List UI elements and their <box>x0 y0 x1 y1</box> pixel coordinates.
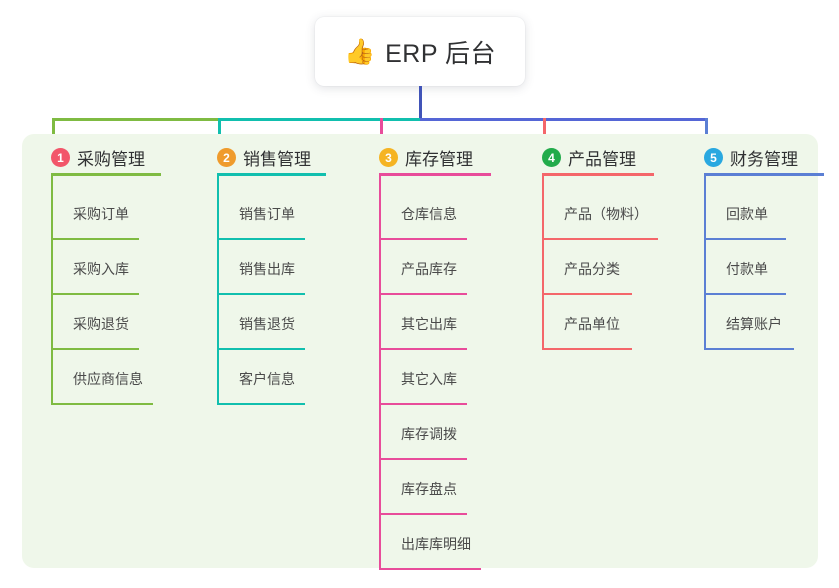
branch-item-rule <box>379 513 467 515</box>
root-node[interactable]: 👍 ERP 后台 <box>315 17 525 86</box>
root-node-title: ERP 后台 <box>385 39 497 68</box>
branch-item[interactable]: 销售出库 <box>217 247 309 295</box>
branch-spine-4 <box>542 173 544 350</box>
branch-item-rule <box>379 458 467 460</box>
branch-item[interactable]: 供应商信息 <box>51 357 157 405</box>
branch-item-label: 产品分类 <box>564 261 620 277</box>
branch-item[interactable]: 结算账户 <box>704 302 798 350</box>
branch-item-label: 采购订单 <box>73 206 129 222</box>
branch-item[interactable]: 仓库信息 <box>379 192 471 240</box>
branch-item[interactable]: 销售退货 <box>217 302 309 350</box>
branch-item-label: 销售退货 <box>239 316 295 332</box>
branch-item-label: 结算账户 <box>726 316 782 332</box>
branch-item-rule <box>51 348 139 350</box>
bus-segment-right <box>420 118 707 121</box>
branch-item-label: 库存调拨 <box>401 426 457 442</box>
branch-item-label: 销售出库 <box>239 261 295 277</box>
branch-item-label: 回款单 <box>726 206 768 222</box>
branch-header-2[interactable]: 2 销售管理 <box>217 145 311 170</box>
branch-item-rule <box>51 403 153 405</box>
branch-item-rule <box>217 348 305 350</box>
branch-rule-3 <box>379 173 491 176</box>
branch-item-rule <box>379 293 467 295</box>
branch-item-label: 采购退货 <box>73 316 129 332</box>
branch-rule-5 <box>704 173 824 176</box>
branch-item[interactable]: 采购入库 <box>51 247 143 295</box>
root-node-content: 👍 ERP 后台 <box>344 34 496 70</box>
branch-badge-3: 3 <box>379 148 398 167</box>
branch-item-rule <box>217 293 305 295</box>
branch-spine-1 <box>51 173 53 405</box>
branch-item-label: 库存盘点 <box>401 481 457 497</box>
branch-item-rule <box>379 403 467 405</box>
branch-item-label: 销售订单 <box>239 206 295 222</box>
branch-title-3: 库存管理 <box>405 150 473 169</box>
branch-item[interactable]: 产品库存 <box>379 247 471 295</box>
branch-title-4: 产品管理 <box>568 150 636 169</box>
branch-item-rule <box>379 238 467 240</box>
bus-segment-mid <box>218 118 420 121</box>
branch-item[interactable]: 采购订单 <box>51 192 143 240</box>
branch-item-label: 产品（物料） <box>564 206 648 222</box>
branch-item-label: 采购入库 <box>73 261 129 277</box>
branch-header-3[interactable]: 3 库存管理 <box>379 145 473 170</box>
branch-title-1: 采购管理 <box>77 150 145 169</box>
branch-item[interactable]: 库存调拨 <box>379 412 471 460</box>
branch-item[interactable]: 回款单 <box>704 192 790 240</box>
branch-item-rule <box>542 238 658 240</box>
branch-badge-1: 1 <box>51 148 70 167</box>
branch-item[interactable]: 付款单 <box>704 247 790 295</box>
branch-spine-3 <box>379 173 381 570</box>
branch-item-label: 付款单 <box>726 261 768 277</box>
branch-item-rule <box>51 293 139 295</box>
branch-item-label: 产品单位 <box>564 316 620 332</box>
branch-spine-2 <box>217 173 219 405</box>
branch-item-label: 仓库信息 <box>401 206 457 222</box>
branch-item-rule <box>51 238 139 240</box>
branch-item[interactable]: 采购退货 <box>51 302 143 350</box>
branch-badge-5: 5 <box>704 148 723 167</box>
branch-item[interactable]: 产品（物料） <box>542 192 662 240</box>
branch-rule-4 <box>542 173 654 176</box>
branch-header-4[interactable]: 4 产品管理 <box>542 145 636 170</box>
branch-item-rule <box>704 348 794 350</box>
branches-panel: 1 采购管理采购订单采购入库采购退货供应商信息 2 销售管理销售订单销售出库销售退货客… <box>22 134 824 570</box>
branch-rule-1 <box>51 173 161 176</box>
branch-item-rule <box>379 568 481 570</box>
branch-badge-2: 2 <box>217 148 236 167</box>
branch-item-rule <box>542 293 632 295</box>
branch-item-label: 其它入库 <box>401 371 457 387</box>
branch-item[interactable]: 其它出库 <box>379 302 471 350</box>
branch-item[interactable]: 销售订单 <box>217 192 309 240</box>
branch-rule-2 <box>217 173 326 176</box>
branch-item-rule <box>217 403 305 405</box>
branch-item-label: 供应商信息 <box>73 371 143 387</box>
bus-segment-left <box>52 118 218 121</box>
branch-item-rule <box>704 238 786 240</box>
branch-item-label: 产品库存 <box>401 261 457 277</box>
branch-header-5[interactable]: 5 财务管理 <box>704 145 798 170</box>
branch-item-label: 其它出库 <box>401 316 457 332</box>
branch-item-rule <box>217 238 305 240</box>
branch-item-label: 客户信息 <box>239 371 295 387</box>
branch-item[interactable]: 产品分类 <box>542 247 636 295</box>
branch-item[interactable]: 库存盘点 <box>379 467 471 515</box>
branch-item-rule <box>704 293 786 295</box>
thumbs-up-icon: 👍 <box>343 37 376 66</box>
root-drop-line <box>419 86 422 121</box>
branch-header-1[interactable]: 1 采购管理 <box>51 145 145 170</box>
branch-spine-5 <box>704 173 706 350</box>
branch-item-rule <box>542 348 632 350</box>
branch-title-2: 销售管理 <box>243 150 311 169</box>
branch-item[interactable]: 其它入库 <box>379 357 471 405</box>
branch-item[interactable]: 出库库明细 <box>379 522 485 570</box>
branch-badge-4: 4 <box>542 148 561 167</box>
branch-item-label: 出库库明细 <box>401 536 471 552</box>
branch-item[interactable]: 产品单位 <box>542 302 636 350</box>
branch-item-rule <box>379 348 467 350</box>
branch-item[interactable]: 客户信息 <box>217 357 309 405</box>
branch-title-5: 财务管理 <box>730 150 798 169</box>
